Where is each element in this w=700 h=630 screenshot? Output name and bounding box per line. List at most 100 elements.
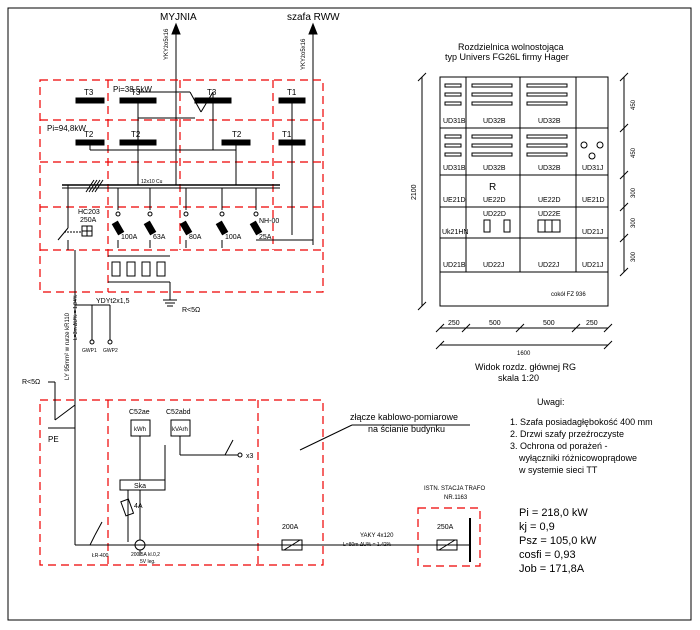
note-1: 1. Szafa posiadagłębokość 400 mm — [510, 417, 653, 427]
cab-r2-c4: UD31J — [582, 165, 603, 172]
cab-r1-c2: UD32B — [483, 118, 506, 125]
busbar — [62, 179, 280, 228]
yaky-cable-label: YAKY 4x120 — [360, 533, 394, 539]
cab-r1-c3: UD32B — [538, 118, 561, 125]
cab-r3-r: R — [489, 182, 496, 193]
pi1-label: Pi=38,5kW — [113, 85, 152, 94]
ly-cable-label: LY 95mm² w rurze kR110 — [65, 312, 71, 380]
cab-r1-c1: UD31B — [443, 118, 466, 125]
right-dimensions — [619, 72, 629, 277]
hc-label: HC203 — [78, 209, 100, 216]
myjnia-label: MYJNIA — [160, 12, 197, 23]
pi2-label: Pi=94,8kW — [47, 124, 86, 133]
cabinet-title-2: typ Univers FG26L firmy Hager — [445, 52, 569, 62]
fuse-3-label: 80A — [189, 234, 202, 241]
callout-label-2: na ścianie budynku — [368, 424, 445, 434]
x3-label: x3 — [246, 453, 254, 460]
gwp1-label: GWP1 — [82, 348, 97, 354]
cab-r5-c2: UD22J — [483, 262, 504, 269]
fuse-5-label: 25A — [259, 234, 272, 241]
cab-r5-c1: UD21B — [443, 262, 466, 269]
pe-label: PE — [48, 435, 59, 444]
pe-grounding — [48, 381, 76, 429]
rdim-4: 300 — [631, 217, 637, 228]
panel-outline — [39, 79, 481, 567]
view-label-1: Widok rozdz. głównej RG — [475, 362, 576, 372]
yaky-len-label: L=80m ΔU% = 1.42% — [343, 542, 392, 548]
param-psz: Psz = 105,0 kW — [519, 535, 597, 547]
bdim-2: 500 — [489, 320, 501, 327]
fuse-1-label: 100A — [121, 234, 138, 241]
main-switch — [57, 225, 93, 460]
cabinet-front-view — [439, 76, 609, 307]
cab-r4-c3: UD22E — [538, 211, 561, 218]
note-2: 2. Drzwi szafy przeźroczyste — [510, 429, 624, 439]
fuse-4-label: 100A — [225, 234, 242, 241]
ly-len-label: L=3m ΔU% = 1.94% — [73, 294, 79, 340]
t3-label-c: T3 — [207, 88, 217, 97]
bdim-4: 250 — [586, 320, 598, 327]
cab-r3-c2: UE22D — [483, 197, 506, 204]
t1-label-b: T1 — [282, 130, 292, 139]
note-3: 3. Ochrona od porażeń - — [510, 441, 608, 451]
param-job: Job = 171,8A — [519, 563, 585, 575]
feeder-fuses — [111, 211, 313, 248]
param-kj: kj = 0,9 — [519, 521, 555, 533]
cab-r3-c1: UE21D — [443, 197, 466, 204]
drawing-border — [7, 7, 692, 621]
cab-r5-c4: UD21J — [582, 262, 603, 269]
t2-label-a: T2 — [84, 130, 94, 139]
panel-r-label: R<5Ω — [182, 307, 200, 314]
ydy-label: YDYt2x1,5 — [96, 298, 130, 305]
lr-label: ŁR-400 — [92, 553, 109, 559]
c52ae-label: C52ae — [129, 409, 150, 416]
cab-r2-c2: UD32B — [483, 165, 506, 172]
cabinet-title-1: Rozdzielnica wolnostojąca — [458, 42, 564, 52]
notes-title: Uwagi: — [537, 397, 565, 407]
callout-label-1: złącze kablowo-pomiarowe — [350, 412, 458, 422]
hc-amp-label: 250A — [80, 217, 97, 224]
note-5: w systemie sieci TT — [518, 465, 598, 475]
trafo-label-1: ISTN. STACJA TRAFO — [424, 486, 485, 492]
meters — [119, 419, 243, 542]
szafa-label: szafa RWW — [287, 12, 340, 23]
fuse-4a-label: 4A — [134, 503, 143, 510]
t3-label-a: T3 — [84, 88, 94, 97]
t2-label-b: T2 — [131, 130, 141, 139]
param-pi: Pi = 218,0 kW — [519, 507, 588, 519]
height-label: 2100 — [411, 184, 418, 200]
t2-label-c: T2 — [232, 130, 242, 139]
rdim-1: 450 — [631, 99, 637, 110]
kvarh-label: kVArh — [172, 427, 188, 433]
bdim-1: 250 — [448, 320, 460, 327]
cab-r2-c1: UD31B — [443, 165, 466, 172]
cab-r3-c4: UE21D — [582, 197, 605, 204]
c52abd-label: C52abd — [166, 409, 191, 416]
ct-label: 200/5A kl.0,2 — [131, 552, 160, 558]
t1-label-a: T1 — [287, 88, 297, 97]
fuse-250a-label: 250A — [437, 524, 454, 531]
cable-left-label: YKYżo5x16 — [164, 28, 170, 60]
height-dimension — [417, 72, 427, 311]
ska-label: Ska — [134, 483, 146, 490]
cokol-label: cokół FZ 936 — [551, 292, 586, 298]
rdim-5: 300 — [631, 251, 637, 262]
surge-protection — [108, 255, 177, 307]
cab-r4-c2: UD22D — [483, 211, 506, 218]
nh-label: NH-00 — [259, 218, 279, 225]
supply-line — [74, 460, 471, 562]
bottom-dimensions — [435, 323, 613, 350]
gwp-cables — [75, 304, 113, 345]
cable-right-label: YKYżo5x16 — [301, 38, 307, 70]
callout-line — [299, 424, 353, 451]
gwp2-label: GWP2 — [103, 348, 118, 354]
ct2-label: 5V leg. — [140, 559, 156, 565]
consumer-bars — [75, 91, 306, 235]
view-label-2: skala 1:20 — [498, 373, 539, 383]
fuse-2-label: 63A — [153, 234, 166, 241]
rdim-2: 450 — [631, 147, 637, 158]
incoming-cables — [171, 22, 318, 245]
trafo-label-2: NR.1163 — [444, 495, 468, 501]
bdim-3: 500 — [543, 320, 555, 327]
